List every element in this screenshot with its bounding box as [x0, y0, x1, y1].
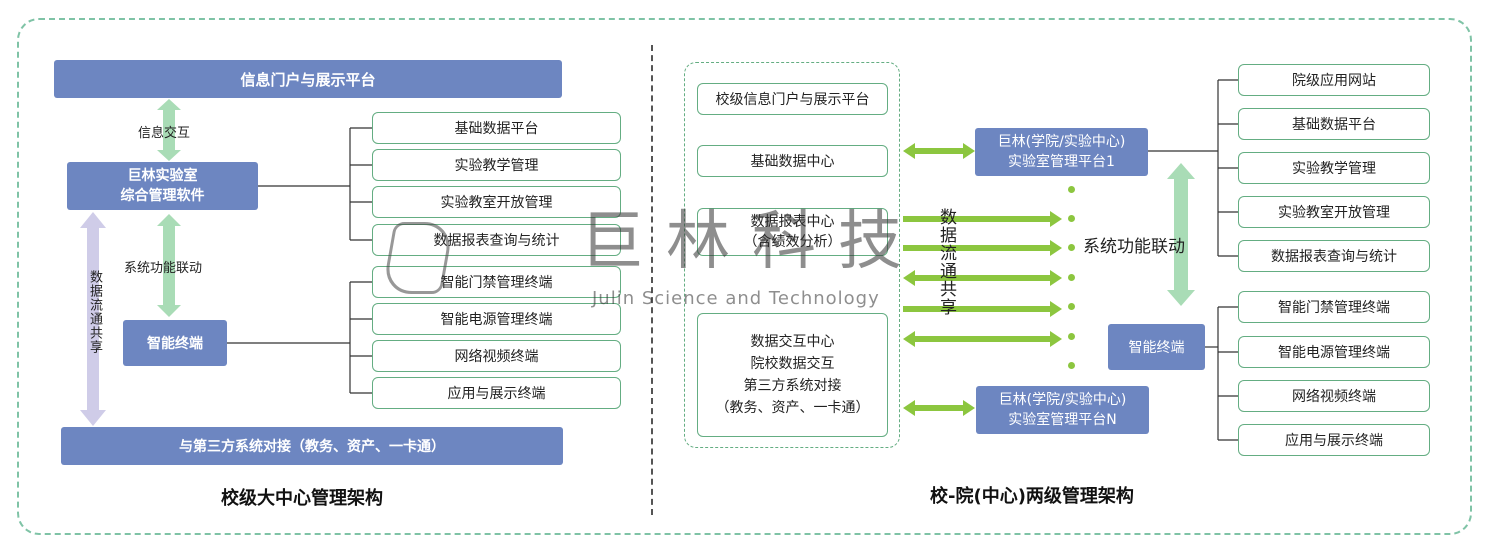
right-terminal-item: 应用与展示终端 [1238, 424, 1430, 456]
right-terminal-item: 智能门禁管理终端 [1238, 291, 1430, 323]
left-func-link-label: 系统功能联动 [124, 261, 203, 276]
left-terminal-item: 网络视频终端 [372, 340, 621, 372]
platform-n-line-1: 巨林(学院/实验中心) [998, 392, 1127, 408]
right-module-box: 数据报表查询与统计 [1238, 240, 1430, 272]
right-module-box: 基础数据平台 [1238, 108, 1430, 140]
software-line-2: 综合管理软件 [120, 188, 205, 204]
left-terminal-item-label: 网络视频终端 [454, 349, 539, 365]
left-terminal-item-label: 应用与展示终端 [447, 386, 546, 402]
left-module-label: 基础数据平台 [454, 121, 539, 137]
report-center-box: 数据报表中心 （含绩效分析） [697, 208, 888, 256]
ellipsis-dot [1068, 303, 1075, 310]
right-center-group [684, 62, 900, 448]
ellipsis-dot [1068, 215, 1075, 222]
ellipsis-dot [1068, 274, 1075, 281]
exchange-line: 院校数据交互 [750, 356, 835, 372]
right-module-box: 实验教学管理 [1238, 152, 1430, 184]
left-module-box: 实验教学管理 [372, 149, 621, 181]
right-module-box: 实验教室开放管理 [1238, 196, 1430, 228]
data-center-box: 基础数据中心 [697, 145, 888, 177]
right-module-label: 实验教学管理 [1292, 161, 1376, 177]
exchange-line: （教务、资产、一卡通） [715, 400, 870, 416]
left-software-box: 巨林实验室 综合管理软件 [67, 162, 258, 210]
left-module-box: 实验教室开放管理 [372, 186, 621, 218]
left-third-party-label: 与第三方系统对接（教务、资产、一卡通） [179, 439, 445, 455]
left-module-label: 实验教学管理 [454, 158, 539, 174]
platform-1-line-2: 实验室管理平台1 [1008, 154, 1115, 170]
outer-frame [17, 18, 1472, 535]
left-third-party-box: 与第三方系统对接（教务、资产、一卡通） [61, 427, 563, 465]
left-module-box: 数据报表查询与统计 [372, 224, 621, 256]
data-center-label: 基础数据中心 [750, 154, 835, 170]
left-module-label: 实验教室开放管理 [440, 195, 553, 211]
left-terminal-item: 智能电源管理终端 [372, 303, 621, 335]
right-terminal-item-label: 智能门禁管理终端 [1278, 300, 1390, 316]
right-terminal-item-label: 应用与展示终端 [1285, 433, 1383, 449]
right-terminal-box: 智能终端 [1108, 324, 1205, 370]
right-module-label: 基础数据平台 [1292, 117, 1376, 133]
left-portal-box: 信息门户与展示平台 [54, 60, 562, 98]
left-module-label: 数据报表查询与统计 [433, 233, 560, 249]
right-terminal-item-label: 网络视频终端 [1292, 389, 1376, 405]
left-data-share-label: 数据流通共享 [87, 270, 102, 354]
platform-n-line-2: 实验室管理平台N [1008, 412, 1117, 428]
ellipsis-dot [1068, 186, 1075, 193]
exchange-center-box: 数据交互中心 院校数据交互 第三方系统对接 （教务、资产、一卡通） [697, 313, 888, 437]
left-terminal-item-label: 智能门禁管理终端 [440, 275, 553, 291]
software-line-1: 巨林实验室 [127, 168, 198, 184]
right-module-label: 院级应用网站 [1292, 73, 1376, 89]
right-portal-label: 校级信息门户与展示平台 [715, 92, 870, 108]
left-terminal-item: 智能门禁管理终端 [372, 266, 621, 298]
ellipsis-dot [1068, 362, 1075, 369]
ellipsis-dot [1068, 333, 1075, 340]
watermark-logo-mark [381, 222, 455, 294]
left-module-box: 基础数据平台 [372, 112, 621, 144]
platform-1-line-1: 巨林(学院/实验中心) [997, 134, 1126, 150]
watermark-en: Julin Science and Technology [592, 288, 880, 309]
right-module-label: 数据报表查询与统计 [1271, 249, 1397, 265]
platform-1-box: 巨林(学院/实验中心) 实验室管理平台1 [975, 128, 1148, 176]
left-terminal-item-label: 智能电源管理终端 [440, 312, 553, 328]
info-exchange-label: 信息交互 [138, 126, 191, 141]
platform-n-box: 巨林(学院/实验中心) 实验室管理平台N [976, 386, 1149, 434]
exchange-line: 第三方系统对接 [743, 378, 842, 394]
right-terminal-item: 网络视频终端 [1238, 380, 1430, 412]
right-terminal-item: 智能电源管理终端 [1238, 336, 1430, 368]
right-module-label: 实验教室开放管理 [1278, 205, 1390, 221]
left-terminal-label: 智能终端 [147, 336, 203, 352]
right-terminal-label: 智能终端 [1128, 340, 1185, 356]
left-portal-label: 信息门户与展示平台 [240, 70, 376, 89]
right-terminal-item-label: 智能电源管理终端 [1278, 345, 1390, 361]
left-caption: 校级大中心管理架构 [221, 488, 383, 509]
right-module-box: 院级应用网站 [1238, 64, 1430, 96]
watermark-cn: 巨林科技 [580, 205, 924, 279]
report-line-2: （含绩效分析） [743, 234, 842, 250]
right-func-link-label: 系统功能联动 [1083, 237, 1185, 257]
section-divider [651, 45, 653, 515]
ellipsis-dot [1068, 244, 1075, 251]
left-terminal-box: 智能终端 [123, 320, 227, 366]
right-data-share-label: 数据流通共享 [936, 208, 956, 316]
right-caption: 校-院(中心)两级管理架构 [930, 486, 1134, 507]
report-line-1: 数据报表中心 [750, 214, 835, 230]
exchange-line: 数据交互中心 [750, 334, 835, 350]
left-terminal-item: 应用与展示终端 [372, 377, 621, 409]
right-portal-box: 校级信息门户与展示平台 [697, 83, 888, 115]
